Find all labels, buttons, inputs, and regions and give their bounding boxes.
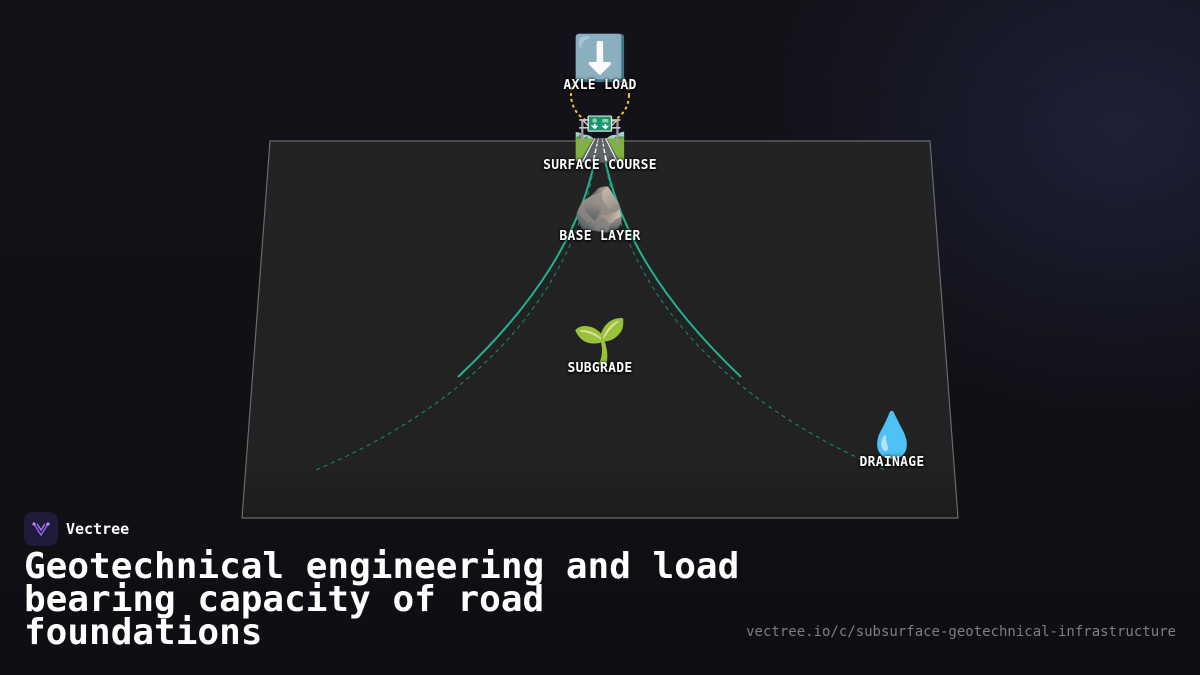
axle-load-highlight-ring bbox=[570, 65, 630, 125]
stress-curve-right bbox=[604, 159, 742, 378]
node-label: DRAINAGE bbox=[859, 455, 925, 470]
node-surface-course[interactable]: 🛣️ SURFACE COURSE bbox=[543, 113, 657, 174]
motorway-icon: 🛣️ bbox=[572, 113, 628, 164]
droplet-icon: 💧 bbox=[864, 410, 920, 461]
node-subgrade[interactable]: 🌱 SUBGRADE bbox=[567, 316, 633, 377]
node-label: BASE LAYER bbox=[559, 229, 641, 244]
stress-curve-left bbox=[457, 159, 596, 378]
page-title: Geotechnical engineering and load bearin… bbox=[24, 546, 740, 653]
rock-icon: 🪨 bbox=[572, 184, 628, 235]
down-arrow-icon: ⬇️ bbox=[572, 33, 628, 84]
node-drainage[interactable]: 💧 DRAINAGE bbox=[859, 410, 925, 471]
node-label: SUBGRADE bbox=[567, 361, 633, 376]
vectree-logo-icon bbox=[24, 512, 58, 546]
brand-name: Vectree bbox=[66, 520, 130, 538]
node-axle-load[interactable]: ⬇️ AXLE LOAD bbox=[563, 33, 637, 94]
node-base-layer[interactable]: 🪨 BASE LAYER bbox=[559, 184, 641, 245]
node-label: SURFACE COURSE bbox=[543, 158, 657, 173]
seedling-icon: 🌱 bbox=[572, 316, 628, 367]
source-url[interactable]: vectree.io/c/subsurface-geotechnical-inf… bbox=[746, 624, 1176, 640]
brand[interactable]: Vectree bbox=[24, 512, 129, 546]
ground-plane bbox=[241, 140, 959, 519]
node-label: AXLE LOAD bbox=[563, 78, 637, 93]
